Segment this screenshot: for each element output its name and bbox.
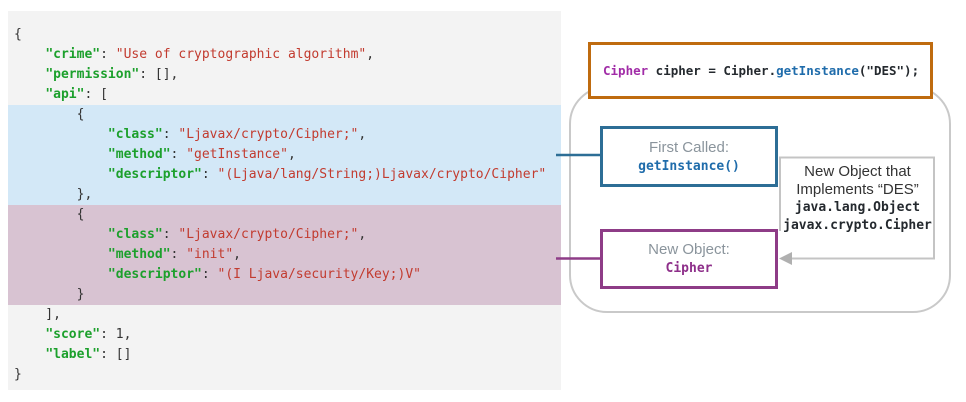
- code-token: {: [14, 107, 85, 122]
- code-token: [14, 47, 45, 62]
- code-token: [14, 247, 108, 262]
- code-token: "score": [45, 327, 101, 342]
- code-token: :: [100, 47, 116, 62]
- code-line: {: [8, 25, 561, 45]
- code-token: {: [14, 207, 85, 222]
- code-token: ],: [14, 307, 61, 322]
- code-token: {: [14, 27, 22, 42]
- code-token: "method": [107, 247, 171, 262]
- code-token: }: [14, 287, 85, 302]
- code-line: }: [8, 365, 561, 385]
- code-token: "Use of cryptographic algorithm": [115, 47, 367, 62]
- code-token: cipher = Cipher.: [648, 63, 777, 78]
- code-line: "api": [: [8, 85, 561, 105]
- code-token: [14, 87, 45, 102]
- code-token: :: [201, 267, 218, 282]
- code-token: ,: [358, 227, 367, 242]
- first-called-box: First Called: getInstance(): [600, 126, 778, 187]
- code-token: },: [14, 187, 93, 202]
- info-mono-line-2: javax.crypto.Cipher: [783, 218, 932, 233]
- code-token: : []: [100, 347, 132, 362]
- code-token: "(I Ljava/security/Key;)V": [217, 267, 422, 282]
- code-token: :: [170, 247, 187, 262]
- code-line: {: [8, 105, 561, 125]
- code-token: :: [162, 127, 179, 142]
- code-token: "getInstance": [186, 147, 288, 162]
- code-token: ,: [123, 327, 132, 342]
- code-token: :: [100, 327, 116, 342]
- code-token: ,: [366, 47, 375, 62]
- code-line: },: [8, 185, 561, 205]
- code-line: "descriptor": "(I Ljava/security/Key;)V": [8, 265, 561, 285]
- code-token: : [],: [139, 67, 179, 82]
- code-line: ],: [8, 305, 561, 325]
- code-token: Cipher: [603, 63, 649, 78]
- code-token: [14, 147, 108, 162]
- code-line: }: [8, 285, 561, 305]
- code-line: "permission": [],: [8, 65, 561, 85]
- code-token: [14, 327, 45, 342]
- code-token: ,: [358, 127, 367, 142]
- code-token: :: [201, 167, 218, 182]
- new-object-class: Cipher: [665, 261, 713, 276]
- code-token: }: [14, 367, 22, 382]
- code-token: ,: [233, 247, 241, 262]
- code-line: {: [8, 205, 561, 225]
- first-called-method: getInstance(): [638, 158, 740, 174]
- info-mono-line-1: java.lang.Object: [794, 200, 921, 215]
- code-token: 1: [115, 327, 124, 342]
- code-line: "crime": "Use of cryptographic algorithm…: [8, 45, 561, 65]
- code-token: "descriptor": [107, 167, 202, 182]
- code-token: "crime": [45, 47, 101, 62]
- code-token: "api": [45, 87, 85, 102]
- code-token: [14, 167, 108, 182]
- code-line: "method": "init",: [8, 245, 561, 265]
- new-object-box: New Object: Cipher: [600, 229, 778, 289]
- code-token: "permission": [45, 67, 140, 82]
- code-token: [14, 67, 45, 82]
- code-line: "method": "getInstance",: [8, 145, 561, 165]
- code-line: "class": "Ljavax/crypto/Cipher;",: [8, 225, 561, 245]
- code-token: "label": [45, 347, 101, 362]
- first-called-label: First Called:: [648, 138, 730, 156]
- info-line-2: Implements “DES”: [796, 181, 919, 198]
- code-token: [14, 227, 108, 242]
- info-box: New Object that Implements “DES” java.la…: [780, 157, 935, 235]
- code-token: "Ljavax/crypto/Cipher;": [178, 127, 359, 142]
- code-token: : [: [84, 87, 108, 102]
- code-line: "label": []: [8, 345, 561, 365]
- code-token: getInstance: [776, 63, 859, 78]
- code-line: "descriptor": "(Ljava/lang/String;)Ljava…: [8, 165, 561, 185]
- json-config-panel: { "crime": "Use of cryptographic algorit…: [8, 11, 561, 390]
- code-snippet-box: Cipher cipher = Cipher.getInstance("DES"…: [588, 42, 933, 99]
- code-line: "score": 1,: [8, 325, 561, 345]
- code-token: [14, 267, 108, 282]
- code-line: "class": "Ljavax/crypto/Cipher;",: [8, 125, 561, 145]
- code-token: "method": [107, 147, 171, 162]
- code-token: [14, 127, 108, 142]
- code-token: ,: [287, 147, 296, 162]
- code-token: "init": [186, 247, 234, 262]
- code-token: [14, 347, 45, 362]
- code-token: :: [170, 147, 187, 162]
- code-token: "class": [107, 227, 163, 242]
- code-token: "descriptor": [107, 267, 202, 282]
- code-token: "(Ljava/lang/String;)Ljavax/crypto/Ciphe…: [217, 167, 547, 182]
- code-token: "Ljavax/crypto/Cipher;": [178, 227, 359, 242]
- info-line-1: New Object that: [804, 163, 911, 180]
- code-token: :: [162, 227, 179, 242]
- new-object-label: New Object:: [648, 241, 730, 258]
- code-token: "class": [107, 127, 163, 142]
- code-token: ("DES");: [858, 63, 920, 78]
